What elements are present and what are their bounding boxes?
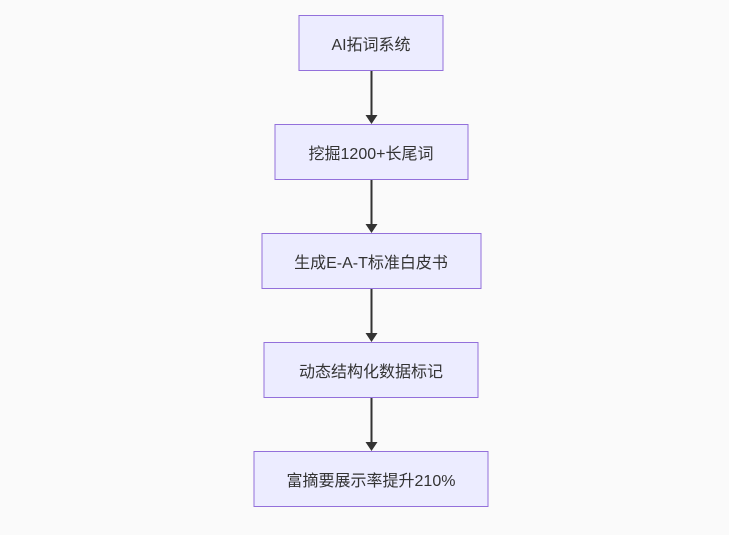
node-label: 挖掘1200+长尾词 — [308, 146, 434, 163]
edge-line — [370, 289, 372, 334]
flow-node-3: 生成E-A-T标准白皮书 — [261, 233, 481, 289]
node-label: 动态结构化数据标记 — [298, 364, 443, 381]
flow-node-5: 富摘要展示率提升210% — [253, 451, 489, 507]
flow-node-2: 挖掘1200+长尾词 — [274, 124, 468, 180]
arrowhead-icon — [365, 442, 377, 451]
edge-line — [370, 71, 372, 116]
flow-edge-3 — [364, 289, 378, 342]
flow-edge-1 — [364, 71, 378, 124]
edge-line — [370, 398, 372, 443]
arrowhead-icon — [365, 115, 377, 124]
arrowhead-icon — [365, 333, 377, 342]
arrowhead-icon — [365, 224, 377, 233]
node-label: AI拓词系统 — [331, 37, 411, 54]
node-label: 富摘要展示率提升210% — [286, 473, 456, 490]
flow-edge-4 — [364, 398, 378, 451]
flow-edge-2 — [364, 180, 378, 233]
node-label: 生成E-A-T标准白皮书 — [294, 255, 448, 272]
flowchart: AI拓词系统 挖掘1200+长尾词 生成E-A-T标准白皮书 动态结构化数据标记 — [253, 15, 489, 507]
flow-node-4: 动态结构化数据标记 — [263, 342, 479, 398]
flow-node-1: AI拓词系统 — [298, 15, 444, 71]
edge-line — [370, 180, 372, 225]
